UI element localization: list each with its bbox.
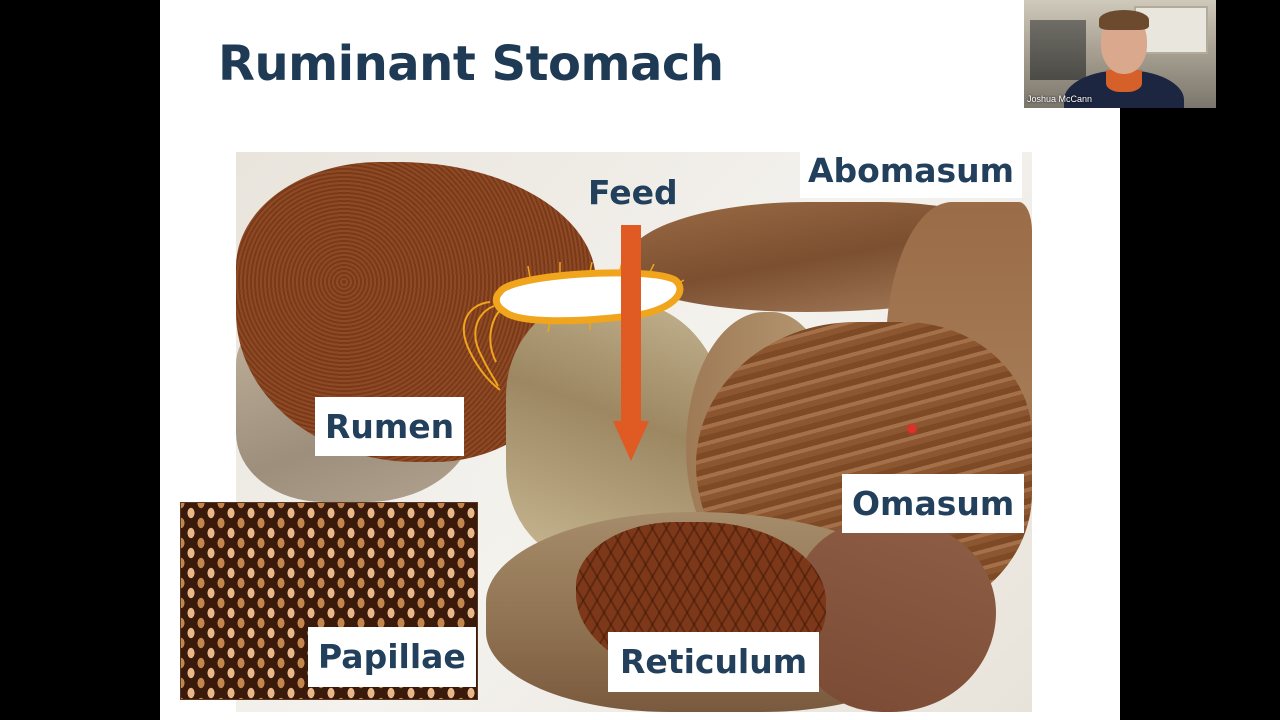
papillae-label: Papillae — [308, 627, 476, 687]
participant-collar — [1106, 70, 1142, 92]
feed-arrow-icon — [613, 225, 649, 461]
participant-hair — [1099, 10, 1149, 30]
bottom-right-tissue-image — [796, 522, 996, 712]
bacterium-icon — [463, 262, 685, 391]
presentation-slide: Ruminant Stomach Abomasum Feed Rumen Oma… — [160, 0, 1120, 720]
background-shelf — [1030, 20, 1086, 80]
participant-name: Joshua McCann — [1027, 94, 1093, 104]
abomasum-label: Abomasum — [800, 152, 1023, 198]
rumen-label: Rumen — [315, 397, 465, 456]
omasum-label: Omasum — [842, 474, 1025, 533]
feed-label: Feed — [588, 173, 678, 212]
reticulum-label: Reticulum — [608, 632, 820, 692]
slide-title: Ruminant Stomach — [218, 36, 724, 92]
laser-pointer-icon — [908, 425, 916, 433]
participant-video[interactable]: Joshua McCann — [1024, 0, 1216, 108]
